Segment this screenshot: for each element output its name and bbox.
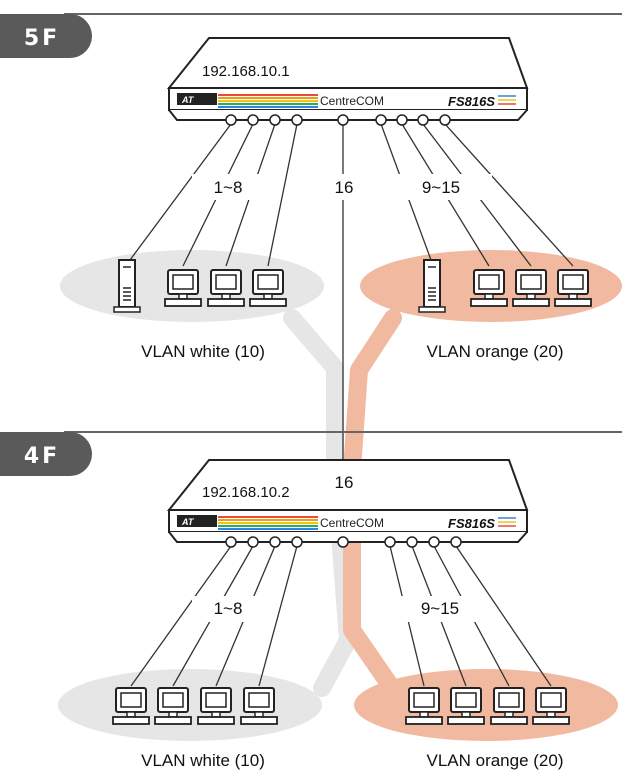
port-range-orange-5f: 9~15 xyxy=(422,178,460,197)
stripe-bars-5f xyxy=(218,94,318,108)
computer-icon-orange-5f-3 xyxy=(554,269,592,307)
computer-icon-white-4f-4 xyxy=(240,687,278,725)
vendor-logo-text-4f: AT xyxy=(181,517,195,527)
switch-model-5f: FS816S xyxy=(448,94,495,109)
port-trunk-5f: 16 xyxy=(335,178,354,197)
switch-model-4f: FS816S xyxy=(448,516,495,531)
computer-icon-orange-4f-1 xyxy=(405,687,443,725)
computer-icon-orange-4f-4 xyxy=(532,687,570,725)
switch-brand-4f: CentreCOM xyxy=(320,516,384,530)
stripe-mark-4f xyxy=(498,517,516,527)
port-range-white-5f: 1~8 xyxy=(214,178,243,197)
switch-brand-5f: CentreCOM xyxy=(320,94,384,108)
vendor-logo-5f xyxy=(177,93,217,105)
vlan-white-label-5f: VLAN white (10) xyxy=(141,342,265,361)
vlan-orange-area-4f xyxy=(354,669,618,741)
vlan-orange-label-5f: VLAN orange (20) xyxy=(426,342,563,361)
port-range-white-4f: 1~8 xyxy=(214,599,243,618)
vlan-orange-label-4f: VLAN orange (20) xyxy=(426,751,563,770)
vendor-logo-text-5f: AT xyxy=(181,95,195,105)
computer-icon-white-5f-2 xyxy=(207,269,245,307)
ports-4f xyxy=(225,536,462,548)
computer-icon-white-4f-3 xyxy=(197,687,235,725)
computer-icon-orange-5f-1 xyxy=(470,269,508,307)
vlan-white-area-4f xyxy=(58,669,322,741)
computer-icon-white-4f-1 xyxy=(112,687,150,725)
vendor-logo-4f xyxy=(177,515,217,527)
stripe-mark-5f xyxy=(498,95,516,105)
ports-5f xyxy=(225,114,451,126)
vlan-white-label-4f: VLAN white (10) xyxy=(141,751,265,770)
computer-icon-white-4f-2 xyxy=(154,687,192,725)
switch-5f: 192.168.10.1 AT CentreCOM FS816S xyxy=(166,37,529,121)
floor-label-5f: 5F xyxy=(24,26,60,51)
computer-icon-orange-5f-2 xyxy=(512,269,550,307)
computer-icon-orange-4f-2 xyxy=(447,687,485,725)
floor-label-4f: 4F xyxy=(24,444,60,469)
computer-icon-orange-4f-3 xyxy=(490,687,528,725)
port-trunk-4f: 16 xyxy=(335,473,354,492)
switch-ip-5f: 192.168.10.1 xyxy=(202,63,290,80)
stripe-bars-4f xyxy=(218,516,318,530)
computer-icon-white-5f-3 xyxy=(249,269,287,307)
floor-badge-4f: 4F xyxy=(0,432,92,476)
port-range-orange-4f: 9~15 xyxy=(421,599,459,618)
floor-badge-5f: 5F xyxy=(0,14,92,58)
computer-icon-white-5f-1 xyxy=(164,269,202,307)
switch-ip-4f: 192.168.10.2 xyxy=(202,484,290,501)
